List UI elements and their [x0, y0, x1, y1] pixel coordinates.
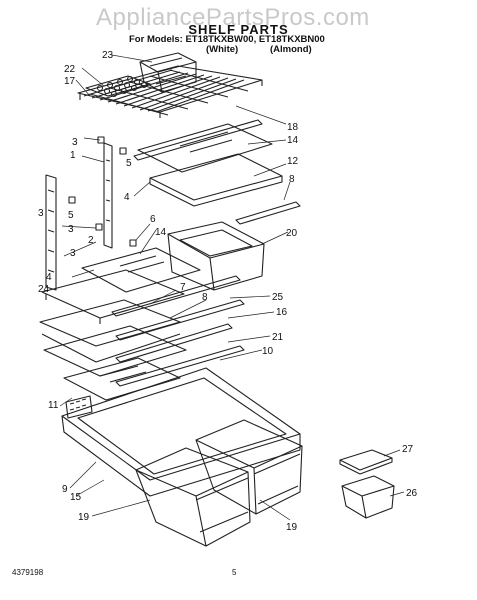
shelf-frame-stack: [39, 269, 187, 377]
shelf-ladder-rear: [103, 142, 113, 249]
egg-tray: [85, 75, 151, 98]
callout-10: 10: [262, 346, 274, 357]
trim-strip-d: [115, 345, 245, 387]
callout-18: 18: [287, 122, 299, 133]
callout-8: 8: [202, 292, 208, 303]
callout-6: 6: [150, 214, 156, 225]
callout-19: 19: [286, 522, 298, 533]
shelf-rail: [133, 119, 263, 161]
trim-strip-c: [115, 323, 233, 363]
callout-23: 23: [102, 50, 114, 61]
crisper-drawer-right: [195, 419, 303, 515]
callout-16: 16: [276, 307, 288, 318]
callout-2: 2: [88, 235, 94, 246]
wire-shelf-top: [77, 65, 263, 118]
trim-strip-a: [111, 275, 241, 317]
callout-3: 3: [72, 137, 78, 148]
callout-24: 24: [38, 284, 50, 295]
glass-shelf-upper: [137, 123, 273, 173]
callout-11: 11: [48, 400, 59, 411]
model-numbers: For Models: ET18TKXBW00, ET18TKXBN00: [129, 34, 325, 45]
glass-shelf-lower: [63, 357, 181, 401]
color-almond-label: (Almond): [270, 44, 312, 55]
dairy-bin: [341, 475, 395, 519]
callout-8: 8: [289, 174, 295, 185]
callout-26: 26: [406, 488, 418, 499]
callout-19: 19: [78, 512, 90, 523]
shelf-ladder-front: [45, 174, 57, 291]
dairy-door: [339, 449, 393, 475]
callout-17: 17: [64, 76, 76, 87]
callout-14: 14: [155, 227, 167, 238]
color-white-label: (White): [206, 44, 239, 55]
callout-3: 3: [68, 224, 74, 235]
crisper-drawer-left: [135, 447, 251, 547]
page-number: 5: [232, 568, 237, 577]
callout-12: 12: [287, 156, 299, 167]
callout-4: 4: [124, 192, 130, 203]
callout-labels: 23 22 17 18 14 3 1 5 12 4 8 3 5 3 6 14 2…: [38, 50, 418, 533]
watermark: AppliancePartsPros.com: [96, 4, 370, 31]
callout-7: 7: [180, 282, 186, 293]
callout-15: 15: [70, 492, 82, 503]
callout-3: 3: [38, 208, 44, 219]
callout-3: 3: [70, 248, 76, 259]
utility-bin: [139, 52, 197, 93]
trim-strip-b: [115, 299, 245, 341]
callout-5: 5: [68, 210, 74, 221]
leader-lines: [59, 54, 405, 521]
diagram-title: SHELF PARTS: [188, 22, 289, 37]
callout-9: 9: [62, 484, 68, 495]
callout-14: 14: [287, 135, 299, 146]
callout-5: 5: [126, 158, 132, 169]
callout-27: 27: [402, 444, 414, 455]
callout-25: 25: [272, 292, 284, 303]
callout-1: 1: [70, 150, 76, 161]
glass-shelf-middle: [81, 247, 201, 293]
callout-21: 21: [272, 332, 284, 343]
crisper-cover-frame: [61, 367, 301, 497]
meat-drawer: [167, 221, 265, 291]
callout-22: 22: [64, 64, 76, 75]
trim-strip: [235, 201, 301, 225]
document-number: 4379198: [12, 568, 44, 577]
callout-4: 4: [46, 272, 52, 283]
callout-20: 20: [286, 228, 298, 239]
